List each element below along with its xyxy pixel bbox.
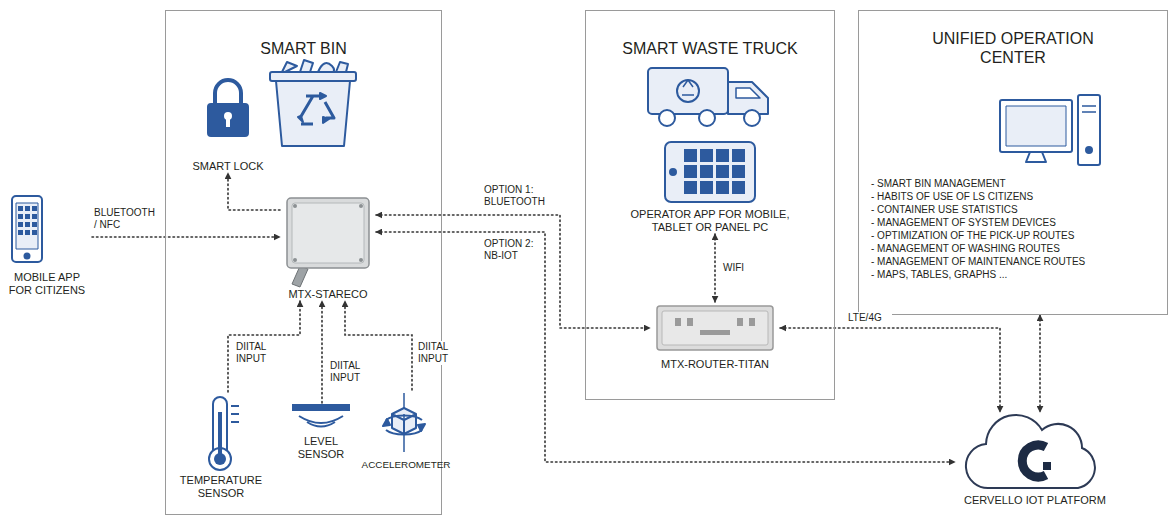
node-label: OPERATOR APP FOR MOBILE, TABLET OR PANEL… <box>615 208 805 234</box>
sensor-node: LEVEL SENSOR <box>286 403 356 461</box>
list-item: - CONTAINER USE STATISTICS <box>859 203 1167 216</box>
app-node: MOBILE APP FOR CITIZENS <box>2 193 92 297</box>
computer-icon <box>1000 95 1100 165</box>
node-label: ACCELEROMETER <box>358 458 454 471</box>
dotted-connector <box>92 236 280 238</box>
lock-icon <box>208 80 248 136</box>
sensor-node: ACCELEROMETER <box>358 390 454 471</box>
node-label: LEVEL SENSOR <box>286 435 356 461</box>
edge-label: DIITAL INPUT <box>236 341 278 365</box>
list-item: - OPTIMIZATION OF THE PICK-UP ROUTES <box>859 229 1167 242</box>
controller-node: MTX-STARECO <box>280 192 376 301</box>
router-box-icon <box>657 306 773 350</box>
platform-node: CERVELLO IOT PLATFORM <box>955 412 1115 507</box>
node-label: SMART WASTE TRUCK <box>586 39 834 58</box>
sensor-node: TEMPERATURE SENSOR <box>175 392 267 500</box>
app-node: OPERATOR APP FOR MOBILE, TABLET OR PANEL… <box>615 140 805 234</box>
phone-icon <box>12 196 42 262</box>
bin-panel: SMART BIN SMART LOCK MTX-STARECO TEMPERATUR… <box>165 10 442 515</box>
edge-label: DIITAL INPUT <box>418 341 460 365</box>
edge-label: OPTION 2: NB-IOT <box>484 238 540 262</box>
stareco-box-icon <box>287 198 369 287</box>
dotted-connector <box>228 301 300 392</box>
node-label: MTX-STARECO <box>280 288 376 301</box>
node-label: UNIFIED OPERATION CENTER <box>926 29 1101 67</box>
list-item: - MANAGEMENT OF SYSTEM DEVICES <box>859 216 1167 229</box>
center-panel: UNIFIED OPERATION CENTER - SMART BIN MANA… <box>858 10 1168 315</box>
accelerometer-icon <box>383 393 425 452</box>
dotted-connector <box>321 301 323 403</box>
node-label: MTX-ROUTER-TITAN <box>650 358 780 371</box>
list-item: - MANAGEMENT OF WASHING ROUTES <box>859 242 1167 255</box>
truck-icon <box>648 68 768 126</box>
thermometer-icon <box>209 397 239 470</box>
node-label: CERVELLO IOT PLATFORM <box>955 494 1115 507</box>
edge-label: DIITAL INPUT <box>330 360 372 384</box>
edge-label: LTE/4G <box>848 312 892 324</box>
node-label: SMART LOCK <box>190 160 266 173</box>
list-item: - MAPS, TABLES, GRAPHS ... <box>859 268 1167 281</box>
dotted-connector <box>714 234 716 302</box>
tablet-icon <box>665 142 755 202</box>
edge-label: WIFI <box>723 262 753 274</box>
lock-node: SMART LOCK <box>190 78 266 173</box>
list-item: - HABITS OF USE OF LS CITIZENS <box>859 190 1167 203</box>
router-node: MTX-ROUTER-TITAN <box>650 302 780 371</box>
level-sensor-icon <box>292 404 350 427</box>
dotted-connector <box>1039 315 1041 412</box>
node-label: MOBILE APP FOR CITIZENS <box>2 271 92 297</box>
cloud-icon <box>966 415 1095 488</box>
bin-icon <box>270 60 356 146</box>
dotted-connector <box>376 232 955 462</box>
edge-label: BLUETOOTH / NFC <box>94 207 160 231</box>
node-label: TEMPERATURE SENSOR <box>175 474 267 500</box>
truck-panel: SMART WASTE TRUCK OPERATOR APP FOR MOBILE… <box>585 10 835 400</box>
dotted-connector <box>228 173 280 210</box>
node-label: SMART BIN <box>166 39 441 58</box>
list-item: - MANAGEMENT OF MAINTENANCE ROUTES <box>859 255 1167 268</box>
edge-label: OPTION 1: BLUETOOTH <box>484 184 550 208</box>
list-item: - SMART BIN MANAGEMENT <box>859 177 1167 190</box>
